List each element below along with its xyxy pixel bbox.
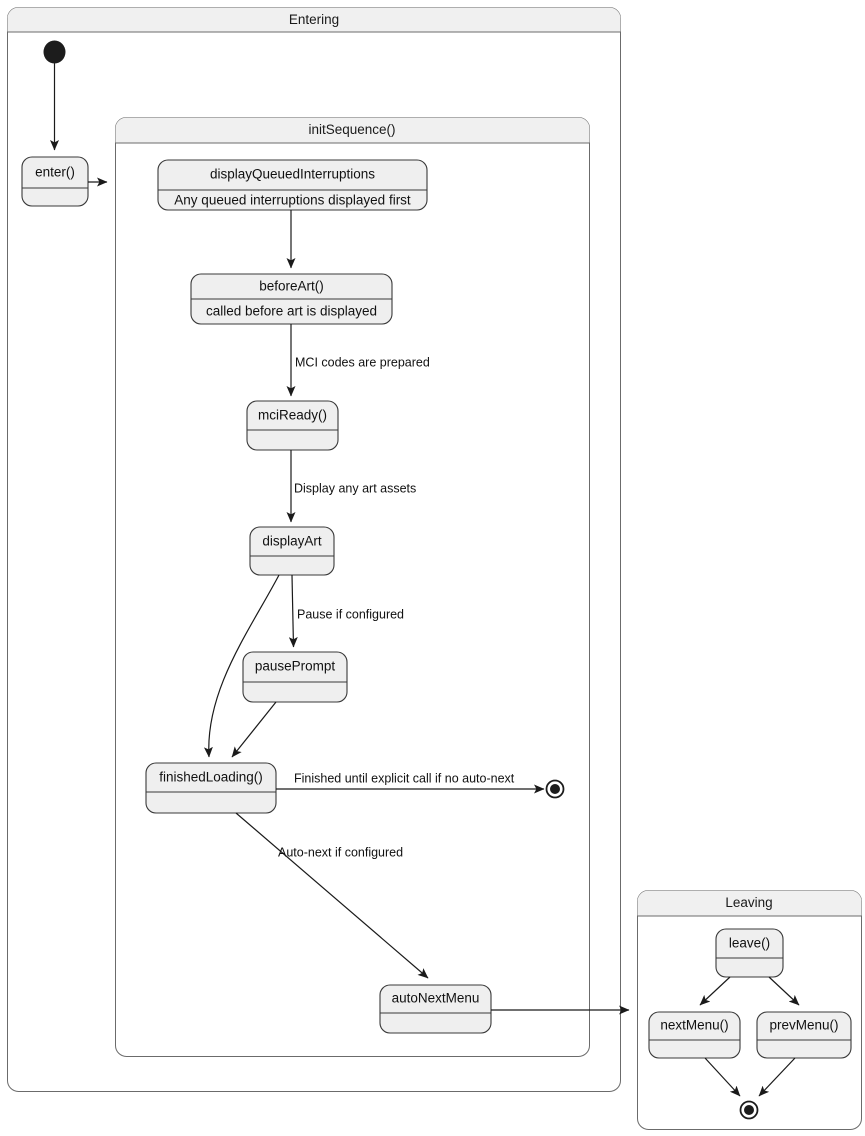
state-leave-title: leave(): [729, 936, 770, 951]
edge-nextmenu-to-final: [704, 1057, 741, 1097]
edge-pauseprompt-to-finishedloading: [231, 701, 277, 758]
state-dqi-desc: Any queued interruptions displayed first: [174, 193, 411, 208]
entering-header-fill: [7, 7, 621, 32]
edge-displayart-to-pauseprompt: Pause if configured: [288, 574, 404, 648]
state-pause-prompt-title: pausePrompt: [255, 659, 336, 674]
edge-finishedloading-to-final: Finished until explicit call if no auto-…: [276, 771, 545, 794]
init-sequence-header-fill: [115, 117, 590, 143]
edge-label-display-art-assets: Display any art assets: [294, 481, 416, 495]
composite-state-init-sequence[interactable]: initSequence(): [115, 117, 590, 1057]
edge-beforeart-to-mciready: MCI codes are prepared: [286, 324, 430, 397]
state-enter[interactable]: enter(): [21, 156, 89, 207]
state-enter-title: enter(): [35, 165, 75, 180]
state-prev-menu[interactable]: prevMenu(): [756, 1011, 852, 1059]
edge-label-auto-next-if-configured: Auto-next if configured: [278, 845, 403, 859]
state-next-menu[interactable]: nextMenu(): [648, 1011, 741, 1059]
state-dqi-box: [157, 159, 428, 211]
edge-mciready-to-displayart: Display any art assets: [286, 450, 416, 523]
final-state-init-sequence[interactable]: [545, 779, 565, 799]
edge-finishedloading-to-autonextmenu: Auto-next if configured: [235, 812, 429, 979]
leaving-header-fill: [637, 890, 862, 916]
state-display-art[interactable]: displayArt: [249, 526, 335, 576]
state-mci-ready-box: [246, 400, 339, 451]
state-prev-menu-box: [756, 1011, 852, 1059]
state-mci-ready-title: mciReady(): [258, 408, 327, 423]
edge-displayart-to-finishedloading: [203, 574, 280, 758]
initial-state-icon: [43, 40, 66, 64]
state-prev-menu-title: prevMenu(): [769, 1018, 838, 1033]
state-mci-ready[interactable]: mciReady(): [246, 400, 339, 451]
init-sequence-border: [115, 117, 590, 1057]
state-auto-next-menu[interactable]: autoNextMenu: [379, 984, 492, 1034]
initial-state-node[interactable]: [43, 40, 66, 64]
edge-label-finished-until-explicit: Finished until explicit call if no auto-…: [294, 771, 515, 785]
state-auto-next-menu-title: autoNextMenu: [392, 991, 480, 1006]
final-state-leaving[interactable]: [739, 1100, 759, 1120]
leaving-border: [637, 890, 862, 1130]
edge-label-pause-if-configured: Pause if configured: [297, 607, 404, 621]
state-finished-loading-box: [145, 762, 277, 814]
state-pause-prompt-box: [242, 651, 348, 703]
state-display-art-title: displayArt: [262, 534, 322, 549]
state-leave-box: [715, 928, 784, 978]
leaving-title: Leaving: [725, 895, 772, 910]
state-dqi-title: displayQueuedInterruptions: [210, 167, 375, 182]
entering-title: Entering: [289, 12, 339, 27]
state-auto-next-menu-box: [379, 984, 492, 1034]
edge-prevmenu-to-final: [758, 1057, 796, 1097]
state-before-art-desc: called before art is displayed: [206, 304, 377, 319]
edge-leave-to-nextmenu: [699, 976, 731, 1006]
state-before-art[interactable]: beforeArt() called before art is display…: [190, 273, 393, 325]
edge-label-mci-codes: MCI codes are prepared: [295, 355, 430, 369]
state-finished-loading-title: finishedLoading(): [159, 770, 263, 785]
edge-leave-to-prevmenu: [768, 976, 800, 1006]
init-sequence-title: initSequence(): [308, 122, 395, 137]
composite-state-leaving[interactable]: Leaving: [637, 890, 862, 1130]
state-finished-loading[interactable]: finishedLoading(): [145, 762, 277, 814]
state-display-queued-interruptions[interactable]: displayQueuedInterruptions Any queued in…: [157, 159, 428, 211]
state-next-menu-box: [648, 1011, 741, 1059]
state-leave[interactable]: leave(): [715, 928, 784, 978]
final-state-inner-dot: [550, 784, 560, 794]
final-state-leaving-inner-dot: [744, 1105, 754, 1115]
state-before-art-title: beforeArt(): [259, 279, 324, 294]
state-pause-prompt[interactable]: pausePrompt: [242, 651, 348, 703]
state-next-menu-title: nextMenu(): [660, 1018, 728, 1033]
